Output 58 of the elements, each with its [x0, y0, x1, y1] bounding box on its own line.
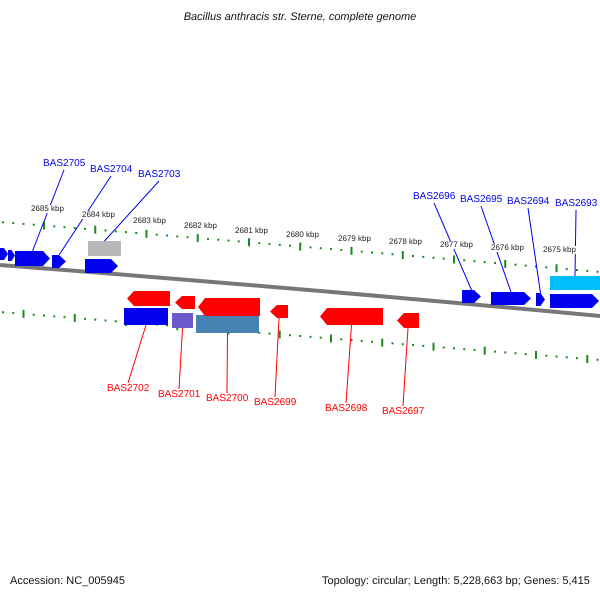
gene-block [172, 313, 193, 328]
leader-line [58, 176, 112, 256]
scale-label: 2679 kbp [338, 235, 371, 243]
scale-label: 2678 kbp [389, 238, 422, 246]
gene-block [320, 308, 383, 325]
gene-block [397, 313, 419, 328]
leader-line [178, 328, 183, 390]
scale-label: 2675 kbp [543, 246, 576, 254]
title: Bacillus anthracis str. Sterne, complete genome [182, 12, 418, 23]
leader-line [434, 202, 472, 290]
leader-line [32, 170, 64, 252]
scale-label: 2682 kbp [184, 222, 217, 230]
leader-line [480, 206, 512, 292]
gene-block [270, 305, 288, 318]
leader-line [346, 324, 352, 404]
gene-label: BAS2699 [254, 398, 296, 408]
gene-block [196, 315, 259, 333]
gene-block [52, 255, 66, 268]
gene-block [0, 248, 8, 260]
gene-block [536, 293, 545, 306]
scale-label: 2677 kbp [440, 241, 473, 249]
scale-label: 2680 kbp [286, 231, 319, 239]
gene-block [550, 276, 600, 290]
scale-label: 2676 kbp [491, 244, 524, 252]
leader-line [574, 210, 576, 276]
gene-block [88, 241, 121, 256]
accession-text: Accession: NC_005945 [10, 576, 125, 587]
gene-label: BAS2700 [206, 394, 248, 404]
gene-block [198, 298, 260, 316]
leader-line [528, 208, 541, 294]
leader-line [274, 318, 280, 398]
scale-label: 2683 kbp [133, 217, 166, 225]
scale-label: 2685 kbp [31, 205, 64, 213]
gene-block [127, 291, 170, 306]
gene-label: BAS2698 [325, 404, 368, 414]
scale-label: 2684 kbp [82, 211, 115, 219]
leader-line [128, 324, 146, 384]
gene-label: BAS2703 [138, 170, 180, 180]
gene-block [550, 294, 599, 308]
leader-line [226, 332, 228, 394]
gene-label: BAS2705 [43, 159, 86, 169]
gene-label: BAS2694 [507, 197, 550, 207]
gene-label: BAS2693 [555, 199, 598, 209]
gene-label: BAS2702 [107, 384, 150, 394]
scale-label: 2681 kbp [235, 227, 268, 235]
gene-block [462, 290, 481, 303]
gene-block [124, 308, 168, 325]
leader-line [402, 328, 408, 406]
gene-label: BAS2697 [382, 407, 424, 417]
gene-block [175, 296, 195, 309]
genome-summary-text: Topology: circular; Length: 5,228,663 bp; Genes: 5,415 [322, 576, 590, 587]
leader-line [104, 180, 160, 242]
gene-label: BAS2704 [90, 165, 132, 175]
gene-label: BAS2695 [460, 195, 502, 205]
gene-block [85, 259, 118, 273]
gene-label: BAS2696 [413, 192, 456, 202]
gene-label: BAS2701 [158, 390, 200, 400]
gene-block [491, 292, 531, 305]
